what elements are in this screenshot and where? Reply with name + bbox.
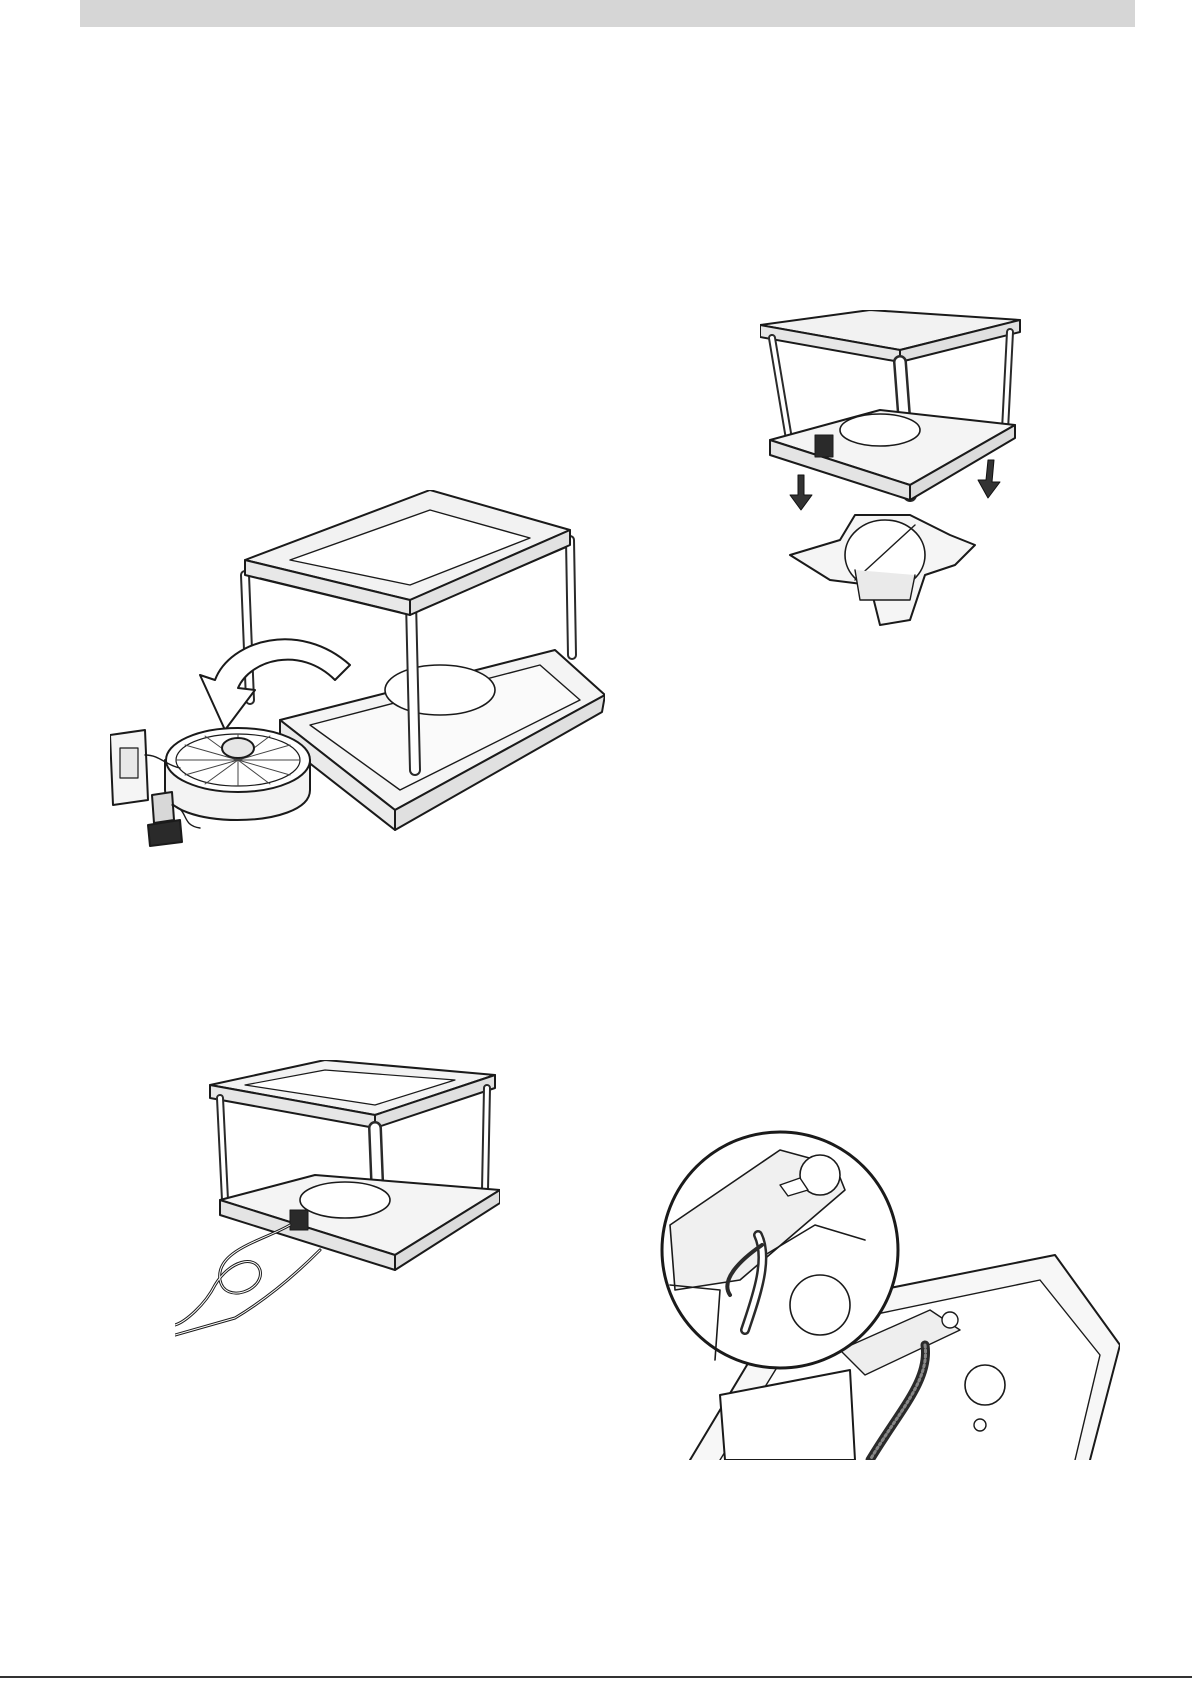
cable-gland-detail-illustration [660, 1130, 1120, 1460]
remove-fan-assembly-illustration [110, 490, 605, 915]
feed-power-cable-illustration [175, 1060, 500, 1345]
attach-mounting-bracket-illustration [760, 310, 1025, 665]
header-band [80, 0, 1135, 27]
footer-rule [0, 1676, 1192, 1678]
